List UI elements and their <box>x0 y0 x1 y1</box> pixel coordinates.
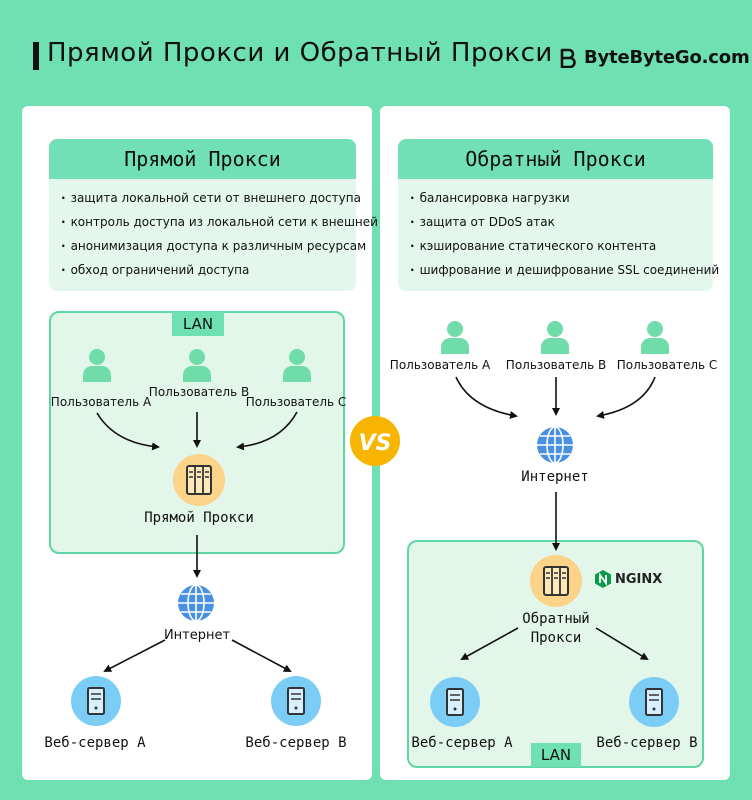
forward-proxy-server-icon <box>173 454 225 506</box>
reverse-proxy-label: Обратный Прокси <box>522 610 589 648</box>
user-icon <box>641 321 669 354</box>
reverse-user-b-label: Пользователь B <box>505 358 607 372</box>
user-icon <box>541 321 569 354</box>
user-icon <box>283 349 311 382</box>
forward-proxy-features: защита локальной сети от внешнего доступ… <box>49 179 378 291</box>
forward-user-c-label: Пользователь C <box>245 395 347 409</box>
brand-text: ByteByteGo.com <box>584 47 750 68</box>
reverse-feature-item: кэширование статического контента <box>398 237 713 261</box>
reverse-server-a-label: Веб-сервер A <box>411 735 513 751</box>
forward-user-a-label: Пользователь A <box>50 395 152 409</box>
reverse-proxy-heading: Обратный Прокси <box>398 139 713 179</box>
forward-feature-item: обход ограничений доступа <box>49 261 356 285</box>
reverse-feature-item: защита от DDoS атак <box>398 213 713 237</box>
title-accent-bar <box>33 42 39 70</box>
reverse-lan-label: LAN <box>531 743 581 767</box>
reverse-server-b-label: Веб-сервер B <box>596 735 698 751</box>
forward-user-b-label: Пользователь B <box>148 385 250 399</box>
reverse-proxy-label-line1: Обратный <box>522 611 590 627</box>
reverse-proxy-server-icon <box>530 555 582 607</box>
user-icon <box>83 349 111 382</box>
reverse-feature-item: шифрование и дешифрование SSL соединений <box>398 261 720 285</box>
reverse-proxy-label-line2: Прокси <box>530 630 582 646</box>
page-title: Прямой Прокси и Обратный Прокси <box>47 38 553 68</box>
forward-feature-item: анонимизация доступа к различным ресурса… <box>49 237 367 261</box>
forward-server-b-label: Веб-сервер B <box>245 735 347 751</box>
reverse-proxy-features: балансировка нагрузки защита от DDoS ата… <box>398 179 720 291</box>
nginx-hexagon-icon <box>595 570 611 588</box>
forward-feature-item: контроль доступа из локальной сети к вне… <box>49 213 378 237</box>
reverse-feature-item: балансировка нагрузки <box>398 189 713 213</box>
bytebytego-logo-icon <box>560 48 576 68</box>
forward-lan-label: LAN <box>172 312 224 336</box>
forward-proxy-heading: Прямой Прокси <box>49 139 356 179</box>
user-icon <box>183 349 211 382</box>
forward-proxy-label: Прямой Прокси <box>144 510 254 526</box>
web-server-icon <box>271 676 321 726</box>
globe-icon <box>178 584 214 622</box>
web-server-icon <box>430 677 480 727</box>
reverse-user-c-label: Пользователь C <box>616 358 718 372</box>
forward-internet-label: Интернет <box>163 628 231 643</box>
reverse-user-a-label: Пользователь A <box>389 358 491 372</box>
forward-server-a-label: Веб-сервер A <box>44 735 146 751</box>
nginx-logo: NGINX <box>594 569 662 589</box>
web-server-icon <box>629 677 679 727</box>
web-server-icon <box>71 676 121 726</box>
globe-icon <box>537 426 573 464</box>
forward-feature-item: защита локальной сети от внешнего доступ… <box>49 189 361 213</box>
brand: ByteByteGo.com <box>560 47 750 68</box>
reverse-internet-label: Интернет <box>521 469 589 485</box>
nginx-text: NGINX <box>615 571 663 587</box>
user-icon <box>441 321 469 354</box>
